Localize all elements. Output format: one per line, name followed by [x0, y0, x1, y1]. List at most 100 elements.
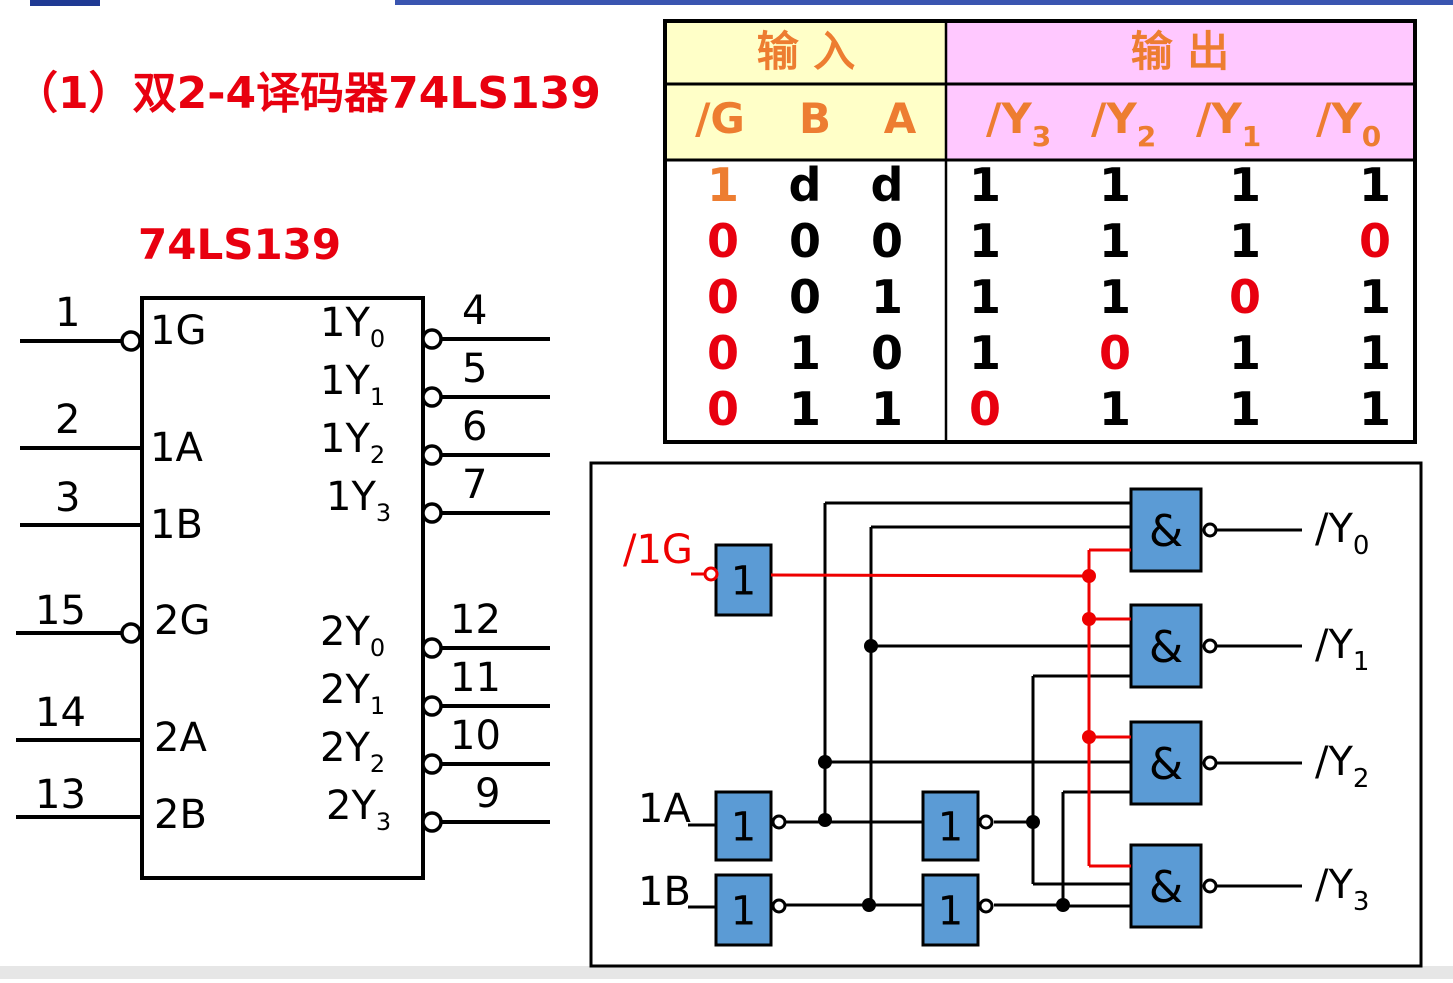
- pin-bubble-15: [120, 622, 142, 644]
- col-header-/Y1: /Y1: [1196, 94, 1261, 153]
- junction-dot: [862, 898, 876, 912]
- cell-input: 0: [707, 326, 739, 380]
- out-bubble-9: [421, 811, 443, 833]
- col-header-/G: /G: [695, 94, 745, 143]
- pin-label-1A: 1A: [150, 425, 203, 471]
- cell-output: 1: [1359, 382, 1391, 436]
- footer-bar: [0, 966, 1453, 979]
- cell-output: 1: [969, 214, 1001, 268]
- enable-wire: [770, 573, 1090, 578]
- and-gate-3-symbol: &: [1149, 862, 1183, 913]
- pin-number-9: 9: [475, 771, 500, 817]
- inversion-bubble: [1202, 522, 1218, 538]
- input-b-label: 1B: [638, 869, 691, 915]
- pin-number-15: 15: [35, 588, 86, 634]
- out-bubble-5: [421, 386, 443, 408]
- chip-title: 74LS139: [138, 220, 341, 269]
- header-logo-fragment: [30, 0, 100, 6]
- cell-output: 1: [1229, 158, 1261, 212]
- pin-label-1Y0: 1Y0: [320, 300, 385, 353]
- junction-dot: [818, 755, 832, 769]
- pin-label-2Y3: 2Y3: [326, 783, 391, 836]
- junction-dot: [864, 639, 878, 653]
- pin-number-13: 13: [35, 772, 86, 818]
- logic-frame: [589, 461, 1423, 968]
- cell-output: 1: [1099, 158, 1131, 212]
- inversion-bubble: [771, 814, 787, 830]
- cell-input: 1: [871, 270, 903, 324]
- junction-dot: [1026, 815, 1040, 829]
- output-header: 输 出: [1131, 27, 1230, 76]
- and-gate-0-symbol: &: [1149, 506, 1183, 557]
- enable-inverter-symbol: 1: [731, 558, 756, 604]
- pin-label-2A: 2A: [154, 715, 207, 761]
- and-gate-2: [1129, 720, 1203, 806]
- pin-label-1B: 1B: [150, 502, 203, 548]
- out-bubble-7: [421, 502, 443, 524]
- junction-dot: [1082, 569, 1096, 583]
- cell-output: 1: [969, 270, 1001, 324]
- pin-number-1: 1: [55, 290, 80, 336]
- cell-input: 1: [871, 382, 903, 436]
- cell-input: 1: [789, 382, 821, 436]
- out-bubble-11: [421, 695, 443, 717]
- header-bar: [395, 0, 1453, 5]
- inverter-b1: [714, 873, 773, 947]
- cell-output: 0: [1099, 326, 1131, 380]
- col-header-/Y3: /Y3: [986, 94, 1051, 153]
- pin-label-1Y2: 1Y2: [320, 416, 385, 469]
- cell-output: 1: [1359, 158, 1391, 212]
- and-gate-0: [1129, 487, 1203, 573]
- cell-input: 1: [789, 326, 821, 380]
- pin-label-2Y0: 2Y0: [320, 609, 385, 662]
- inversion-bubble: [1202, 755, 1218, 771]
- cell-output: 1: [1099, 382, 1131, 436]
- pin-number-5: 5: [462, 346, 487, 392]
- cell-input: 1: [707, 158, 739, 212]
- junction-dot: [1082, 730, 1096, 744]
- col-header-A: A: [884, 94, 917, 143]
- pin-label-2B: 2B: [154, 792, 207, 838]
- cell-output: 0: [1359, 214, 1391, 268]
- input-header-bg: [667, 23, 946, 161]
- pin-bubble-1: [120, 330, 142, 352]
- pin-number-12: 12: [450, 597, 501, 643]
- out-bubble-12: [421, 637, 443, 659]
- cell-input: d: [789, 158, 822, 212]
- pin-number-14: 14: [35, 690, 86, 736]
- input-a-label: 1A: [638, 786, 691, 832]
- inversion-bubble: [978, 898, 994, 914]
- pin-number-4: 4: [462, 288, 487, 334]
- enable-bubble: [703, 566, 719, 582]
- and-gate-1: [1129, 603, 1203, 689]
- out-bubble-4: [421, 328, 443, 350]
- and-gate-1-symbol: &: [1149, 622, 1183, 673]
- enable-inverter: [714, 543, 773, 617]
- chip-body: [140, 296, 425, 880]
- inverter-a1-symbol: 1: [731, 804, 756, 850]
- input-header: 输 入: [757, 27, 856, 76]
- out-bubble-6: [421, 444, 443, 466]
- col-header-/Y2: /Y2: [1091, 94, 1156, 153]
- pin-label-1G: 1G: [150, 308, 206, 354]
- output-label-/Y3: /Y3: [1315, 862, 1369, 917]
- cell-output: 0: [969, 382, 1001, 436]
- output-header-bg: [946, 23, 1413, 161]
- cell-output: 1: [1359, 270, 1391, 324]
- output-label-/Y0: /Y0: [1315, 506, 1369, 561]
- pin-label-2G: 2G: [154, 598, 210, 644]
- page-title: （1）双2-4译码器74LS139: [14, 68, 601, 119]
- inverter-a2: [921, 790, 980, 862]
- out-bubble-10: [421, 753, 443, 775]
- col-header-/Y0: /Y0: [1316, 94, 1381, 153]
- cell-input: d: [871, 158, 904, 212]
- pin-label-2Y1: 2Y1: [320, 667, 385, 720]
- pin-label-1Y3: 1Y3: [326, 474, 391, 527]
- pin-label-2Y2: 2Y2: [320, 725, 385, 778]
- cell-output: 1: [1229, 214, 1261, 268]
- and-gate-3: [1129, 843, 1203, 929]
